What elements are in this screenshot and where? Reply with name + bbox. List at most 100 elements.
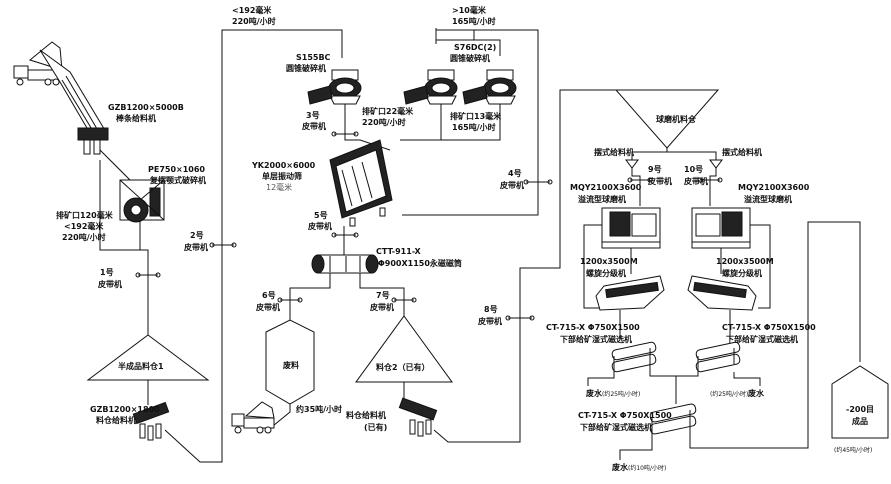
product-sub: 成品 [852,416,868,426]
feed-size-right: >10毫米 [452,5,487,15]
belt-10-num: 10号 [684,165,703,174]
feed-size-left: <192毫米 [232,5,272,15]
belt-1-num: 1号 [100,268,114,277]
jaw-discharge-size: <192毫米 [64,221,104,231]
mag-drum-model: CTT-911-X [376,247,421,256]
ball-mill-right-icon [691,207,751,249]
classifier-right-model: 1200x3500M [716,257,774,266]
belt-5-marker [331,232,359,238]
semi-feeder-name: 料仓给料机 [96,415,136,425]
belt-2-num: 2号 [190,231,204,240]
swing-feeder-right-icon [709,159,723,169]
belt-1-unit: 皮带机 [97,279,122,289]
mag-sep-bottom-name: 下部给矿湿式磁选机 [580,422,652,432]
belt-3-marker [331,131,359,137]
jaw-name: 复摆颚式破碎机 [149,175,206,185]
waste-water-left-rate: (约25吨/小时) [602,390,640,398]
classifier-left-model: 1200x3500M [580,257,638,266]
mag-sep-bottom-model: CT-715-X Φ750X1500 [578,411,672,420]
belt-2-unit: 皮带机 [183,242,208,252]
feed-rate-left: 220吨/小时 [232,16,276,26]
mag-sep-right-icon [695,341,741,373]
waste-truck-icon [231,401,275,434]
screen-model: YK2000×6000 [251,161,316,170]
semi-bin-1-icon [86,334,210,381]
jaw-crusher-icon [119,179,165,223]
cone-1-rate: 220吨/小时 [362,117,406,127]
screen-note: 12毫米 [266,182,292,192]
classifier-right-name: 螺旋分级机 [722,268,762,278]
belt-8-marker [505,315,535,321]
jaw-discharge-label: 排矿口120毫米 [56,210,114,220]
classifier-left-icon [595,275,665,311]
product-rate: (约45吨/小时) [834,446,872,454]
magnetic-drum-icon [311,254,379,274]
mag-sep-right-model: CT-715-X Φ750X1500 [722,323,816,332]
product-bin-icon [831,365,889,439]
mag-sep-bottom-icon [649,403,697,436]
waste-water-right-rate: (约25吨/小时) [710,390,748,398]
cone-crusher-1-icon [307,69,362,105]
cone-2-model: S76DC(2) [454,43,496,52]
mill-bin-label: 球磨机料仓 [656,114,697,124]
waste-label: 废料 [283,360,299,370]
screen-name: 单层振动筛 [262,171,302,181]
grizzly-name: 棒条给料机 [116,113,156,123]
waste-water-right-label: 废水 [748,388,765,398]
belt-6-num: 6号 [262,291,276,300]
bin-2-icon [355,315,453,383]
mag-sep-left-icon [611,341,657,373]
cone-2-rate: 165吨/小时 [452,122,496,132]
belt-8-num: 8号 [484,305,498,314]
bin-2-feeder-note: (已有) [364,422,387,432]
belt-5-num: 5号 [314,211,328,220]
belt-7-marker [391,297,417,303]
ball-mill-left-icon [601,207,661,249]
semi-bin-label: 半成品料仓1 [118,361,164,371]
belt-6-unit: 皮带机 [255,302,280,312]
belt-10-unit: 皮带机 [683,176,708,186]
mill-left-model: MQY2100X3600 [570,183,642,192]
classifier-left-name: 螺旋分级机 [586,268,626,278]
waste-water-bottom-label: 废水 [612,462,629,472]
bin-2-feeder-name: 料仓给料机 [346,410,386,420]
belt-7-unit: 皮带机 [369,302,394,312]
vibrating-screen-icon [329,139,393,227]
cone-1-discharge: 排矿口22毫米 [362,106,414,116]
mag-drum-spec: Φ900X1150永磁磁筒 [378,258,462,268]
belt-5-unit: 皮带机 [307,221,332,231]
belt-2-marker [209,242,237,248]
bin-2-label: 料仓2（已有） [376,362,430,372]
cone-2-name: 圆锥破碎机 [450,53,490,63]
swing-feeder-left-icon [625,159,639,169]
belt-10-marker [697,177,723,183]
mag-sep-left-model: CT-715-X Φ750X1500 [546,323,640,332]
waste-water-bottom-rate: (约10吨/小时) [628,464,666,472]
classifier-right-icon [687,275,757,311]
swing-feeder-left: 摆式给料机 [594,147,634,157]
cone-1-model: S155BC [296,53,331,62]
cone-crusher-2b-icon [462,69,517,105]
waste-water-left-label: 废水 [586,388,603,398]
semi-feeder-icon [132,401,170,441]
grizzly-feeder-icon [39,49,109,155]
belt-9-unit: 皮带机 [647,176,672,186]
mill-right-model: MQY2100X3600 [738,183,810,192]
mill-bin-icon [614,89,720,149]
mag-sep-left-name: 下部给矿湿式磁选机 [560,334,632,344]
belt-8-unit: 皮带机 [477,316,502,326]
mill-left-name: 溢流型球磨机 [578,194,626,204]
belt-4-unit: 皮带机 [499,180,524,190]
belt-9-marker [627,177,653,183]
belt-7-num: 7号 [376,291,390,300]
belt-4-num: 4号 [508,169,522,178]
waste-bin-icon [265,319,315,405]
belt-9-num: 9号 [648,165,662,174]
mag-sep-right-name: 下部给矿湿式磁选机 [726,334,798,344]
grizzly-model: GZB1200×5000B [108,103,184,112]
swing-feeder-right: 摆式给料机 [722,147,762,157]
belt-6-marker [277,297,303,303]
product-mesh: -200目 [846,405,874,414]
